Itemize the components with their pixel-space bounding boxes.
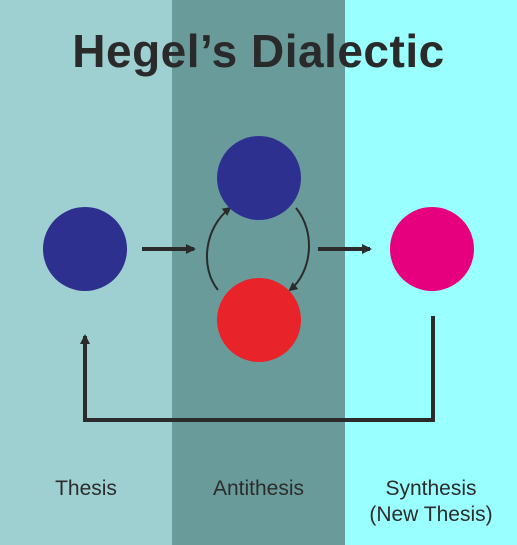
antithesis-top-node xyxy=(217,136,301,220)
antithesis-bottom-node xyxy=(217,278,301,362)
antithesis-label-text: Antithesis xyxy=(212,477,305,500)
right-curve-arrow xyxy=(288,207,310,292)
left-curve-arrow xyxy=(206,206,232,291)
synthesis-sublabel-text: (New Thesis) xyxy=(369,503,493,526)
thesis-label-text: Thesis xyxy=(55,477,117,500)
diagram-title: Hegel’s Dialectic xyxy=(72,25,445,77)
synthesis-label: Synthesis (New Thesis) xyxy=(345,476,517,528)
antithesis-panel xyxy=(172,0,345,545)
synthesis-node xyxy=(390,207,474,291)
thesis-node xyxy=(43,207,127,291)
feedback-loop-arrow xyxy=(80,316,435,422)
thesis-label: Thesis xyxy=(0,476,172,502)
antithesis-label: Antithesis xyxy=(172,476,345,502)
synthesis-label-text: Synthesis xyxy=(385,477,477,500)
